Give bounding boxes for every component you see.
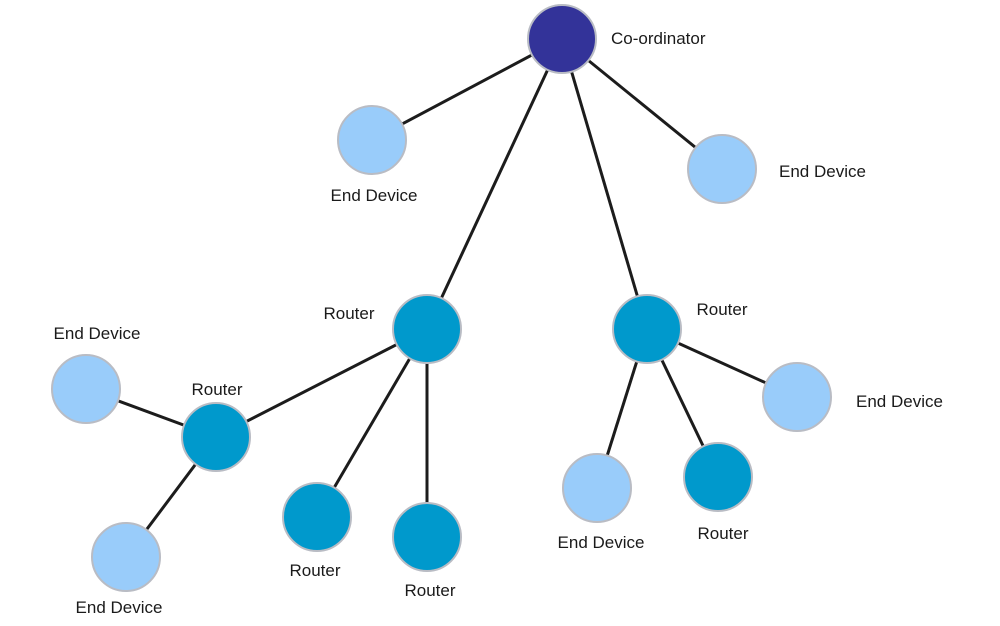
- label-coordinator: Co-ordinator: [611, 29, 706, 48]
- node-end-device-bottom-left: [91, 522, 161, 592]
- label-end-device-top-right: End Device: [779, 162, 866, 181]
- node-router-left: [181, 402, 251, 472]
- label-end-device-bottom-left: End Device: [76, 598, 163, 617]
- label-router-right: Router: [696, 300, 747, 319]
- label-end-device-bottom-mid: End Device: [558, 533, 645, 552]
- node-router-center: [392, 294, 462, 364]
- label-router-bottom-right: Router: [697, 524, 748, 543]
- label-end-device-right: End Device: [856, 392, 943, 411]
- node-end-device-top-right: [687, 134, 757, 204]
- node-end-device-top-left: [337, 105, 407, 175]
- node-end-device-far-left: [51, 354, 121, 424]
- edge-coordinator-to-router-center: [425, 38, 564, 330]
- node-end-device-bottom-mid: [562, 453, 632, 523]
- nodes-layer: [51, 4, 832, 592]
- label-router-left: Router: [191, 380, 242, 399]
- label-router-bottom-a: Router: [289, 561, 340, 580]
- edge-router-center-to-router-bottom-a: [315, 328, 429, 518]
- edge-router-center-to-router-left: [215, 327, 428, 439]
- label-router-center: Router: [323, 304, 374, 323]
- node-router-right: [612, 294, 682, 364]
- node-coordinator: [527, 4, 597, 74]
- label-end-device-far-left: End Device: [54, 324, 141, 343]
- label-router-bottom-b: Router: [404, 581, 455, 600]
- edge-coordinator-to-router-right: [560, 38, 649, 330]
- node-end-device-right: [762, 362, 832, 432]
- node-router-bottom-b: [392, 502, 462, 572]
- node-router-bottom-right: [683, 442, 753, 512]
- edge-coordinator-to-end-device-top-left: [371, 37, 563, 142]
- label-end-device-top-left: End Device: [331, 186, 418, 205]
- node-router-bottom-a: [282, 482, 352, 552]
